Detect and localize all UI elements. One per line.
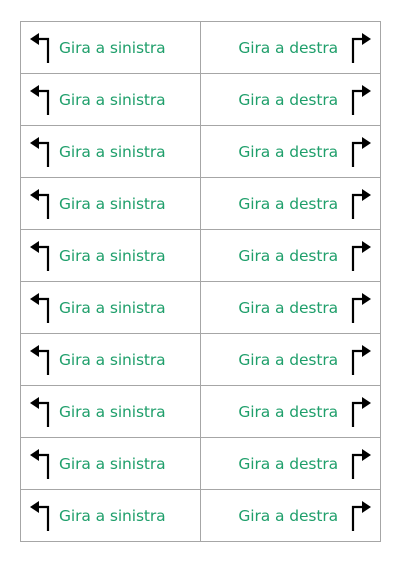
turn-right-arrow-icon [351, 188, 371, 219]
turn-left-arrow-icon [30, 396, 50, 427]
card-label: Gira a destra [238, 246, 338, 265]
card-label: Gira a destra [238, 506, 338, 525]
card-turn-left: Gira a sinistra [21, 386, 201, 438]
card-turn-right: Gira a destra [201, 490, 381, 542]
turn-right-arrow-icon [351, 84, 371, 115]
card-turn-right: Gira a destra [201, 438, 381, 490]
card-label: Gira a destra [238, 194, 338, 213]
turn-right-arrow-icon [351, 344, 371, 375]
turn-left-arrow-icon [30, 344, 50, 375]
card-label: Gira a sinistra [59, 454, 166, 473]
card-label: Gira a sinistra [59, 506, 166, 525]
turn-right-arrow-icon [351, 292, 371, 323]
card-label: Gira a sinistra [59, 194, 166, 213]
turn-left-arrow-icon [30, 136, 50, 167]
card-label: Gira a sinistra [59, 90, 166, 109]
turn-right-arrow-icon [351, 448, 371, 479]
card-label: Gira a sinistra [59, 142, 166, 161]
turn-right-arrow-icon [351, 500, 371, 531]
card-label: Gira a destra [238, 298, 338, 317]
card-turn-left: Gira a sinistra [21, 438, 201, 490]
card-label: Gira a sinistra [59, 298, 166, 317]
card-label: Gira a destra [238, 402, 338, 421]
card-turn-right: Gira a destra [201, 334, 381, 386]
turn-left-arrow-icon [30, 500, 50, 531]
card-turn-right: Gira a destra [201, 386, 381, 438]
card-label: Gira a sinistra [59, 350, 166, 369]
card-turn-right: Gira a destra [201, 22, 381, 74]
card-label: Gira a destra [238, 454, 338, 473]
card-turn-left: Gira a sinistra [21, 230, 201, 282]
card-turn-left: Gira a sinistra [21, 178, 201, 230]
card-turn-left: Gira a sinistra [21, 126, 201, 178]
card-label: Gira a sinistra [59, 402, 166, 421]
card-turn-right: Gira a destra [201, 230, 381, 282]
turn-left-arrow-icon [30, 32, 50, 63]
turn-right-arrow-icon [351, 240, 371, 271]
card-turn-left: Gira a sinistra [21, 74, 201, 126]
turn-left-arrow-icon [30, 448, 50, 479]
card-label: Gira a destra [238, 90, 338, 109]
turn-left-arrow-icon [30, 240, 50, 271]
card-turn-right: Gira a destra [201, 282, 381, 334]
turn-right-arrow-icon [351, 32, 371, 63]
card-turn-right: Gira a destra [201, 126, 381, 178]
card-label: Gira a destra [238, 38, 338, 57]
card-turn-left: Gira a sinistra [21, 334, 201, 386]
card-turn-right: Gira a destra [201, 74, 381, 126]
turn-right-arrow-icon [351, 396, 371, 427]
turn-left-arrow-icon [30, 188, 50, 219]
turn-left-arrow-icon [30, 292, 50, 323]
card-label: Gira a sinistra [59, 246, 166, 265]
card-turn-left: Gira a sinistra [21, 22, 201, 74]
card-turn-right: Gira a destra [201, 178, 381, 230]
card-label: Gira a sinistra [59, 38, 166, 57]
turn-left-arrow-icon [30, 84, 50, 115]
card-turn-left: Gira a sinistra [21, 282, 201, 334]
card-label: Gira a destra [238, 350, 338, 369]
card-label: Gira a destra [238, 142, 338, 161]
turn-right-arrow-icon [351, 136, 371, 167]
card-turn-left: Gira a sinistra [21, 490, 201, 542]
